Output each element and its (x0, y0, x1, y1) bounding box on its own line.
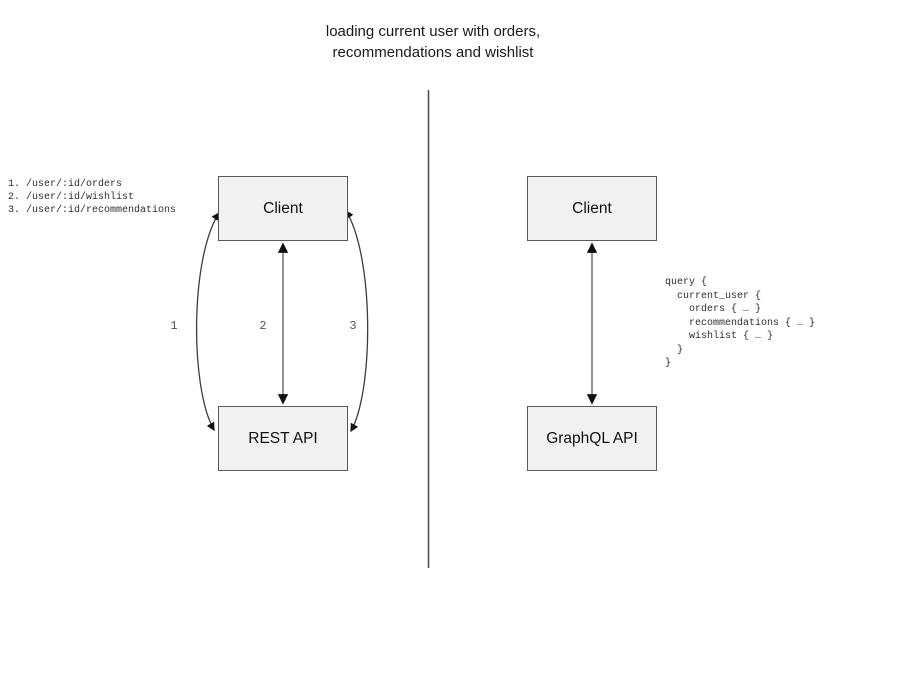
graphql-client-box-label: Client (572, 199, 612, 217)
arrow-label-2: 2 (259, 319, 267, 333)
arrow-label-1: 1 (170, 319, 178, 333)
arrow-label-3: 3 (349, 319, 357, 333)
rest-api-box-label: REST API (248, 429, 318, 447)
graphql-client-box: Client (527, 176, 657, 241)
rest-arrow-1-curve (195, 211, 220, 432)
graphql-api-box: GraphQL API (527, 406, 657, 471)
graphql-api-box-label: GraphQL API (546, 429, 638, 447)
rest-client-box: Client (218, 176, 348, 241)
rest-client-box-label: Client (263, 199, 303, 217)
diagram-title: loading current user with orders, recomm… (133, 21, 733, 63)
title-line-1: loading current user with orders, (325, 23, 541, 40)
rest-api-box: REST API (218, 406, 348, 471)
graphql-query-code: query { current_user { orders { … } reco… (665, 277, 816, 369)
rest-arrow-3-curve (345, 209, 369, 433)
rest-endpoint-list: 1. /user/:id/orders 2. /user/:id/wishlis… (8, 179, 177, 216)
title-line-2: recommendations and wishlist (332, 44, 534, 61)
